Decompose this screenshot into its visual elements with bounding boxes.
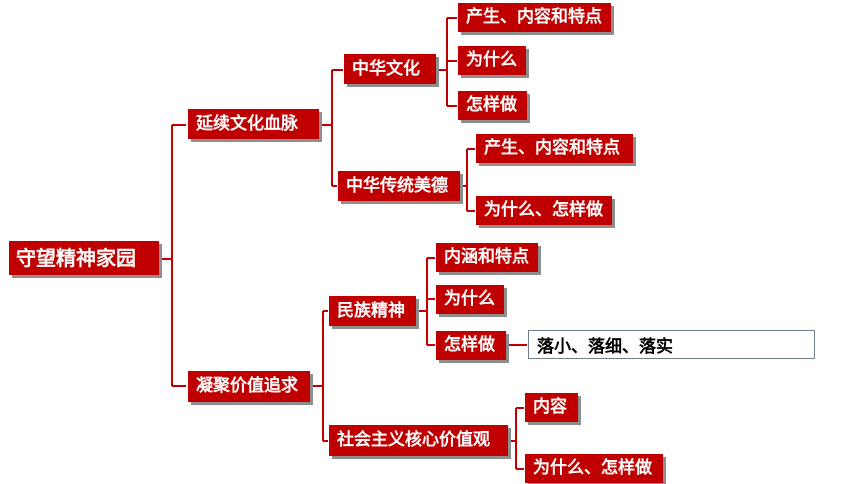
- node-zhonghua-wenhua: 中华文化: [344, 54, 436, 84]
- leaf-minzu-jingshen-neihan: 内涵和特点: [436, 243, 538, 272]
- leaf-zhonghua-wenhua-chansheng: 产生、内容和特点: [458, 3, 611, 32]
- connector-chuantong-meide: [461, 148, 475, 212]
- branch-ningju-jiazhi-zhuiqiu: 凝聚价值追求: [188, 371, 310, 402]
- leaf-zhonghua-wenhua-zenyangzuo: 怎样做: [458, 91, 527, 120]
- leaf-chuantong-meide-weishenme-zenyangzuo: 为什么、怎样做: [476, 196, 612, 225]
- leaf-chuantong-meide-chansheng: 产生、内容和特点: [476, 134, 633, 163]
- root-node: 守望精神家园: [9, 241, 159, 275]
- note-luoxiao-luoxi-luoshi: 落小、落细、落实: [528, 330, 815, 359]
- leaf-minzu-jingshen-zenyangzuo: 怎样做: [436, 331, 506, 360]
- connector-zhonghua-wenhua: [437, 17, 457, 107]
- node-shehui-zhuyi-hexin-jiazhiguan: 社会主义核心价值观: [329, 425, 508, 456]
- node-minzu-jingshen: 民族精神: [329, 296, 416, 326]
- branch-yanxu-wenhua-xuemai: 延续文化血脉: [188, 109, 319, 139]
- leaf-hexin-jiazhiguan-neirong: 内容: [525, 393, 578, 422]
- node-zhonghua-chuantong-meide: 中华传统美德: [338, 171, 460, 201]
- connector-branch1: [320, 69, 343, 187]
- leaf-minzu-jingshen-weishenme: 为什么: [436, 285, 504, 314]
- connector-branch2: [311, 310, 328, 442]
- leaf-zhonghua-wenhua-weishenme: 为什么: [458, 46, 526, 75]
- connector-minzu-jingshen: [417, 257, 435, 346]
- connector-hexin-jiazhiguan: [509, 407, 524, 470]
- leaf-hexin-jiazhiguan-weishenme-zenyangzuo: 为什么、怎样做: [525, 454, 663, 483]
- connector-root: [160, 124, 186, 387]
